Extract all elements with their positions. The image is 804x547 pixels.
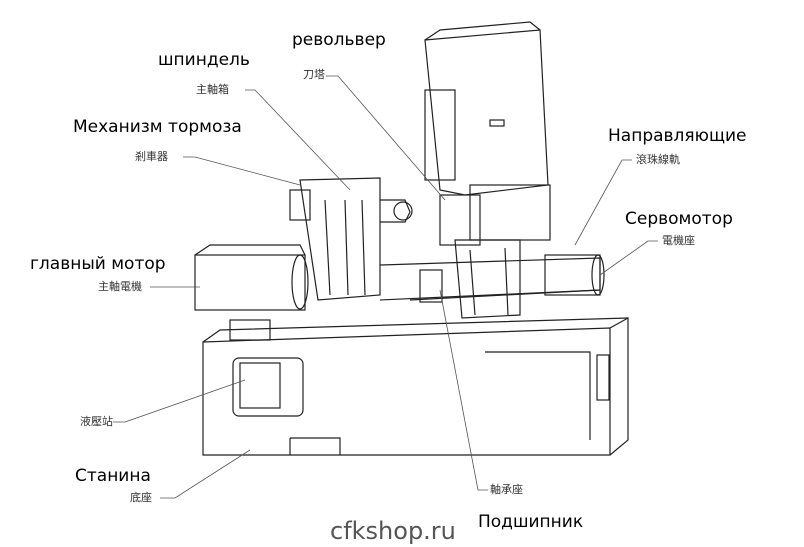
guides-label-ru: Направляющие	[608, 126, 747, 146]
carriage	[379, 239, 601, 319]
servo-label-cn: 電機座	[662, 234, 695, 247]
bed-label-cn: 底座	[130, 491, 152, 504]
leader-lines	[113, 75, 658, 499]
bearing-label-cn: 軸承座	[490, 483, 523, 496]
watermark: cfkshop.ru	[330, 517, 456, 545]
main-motor-label-cn: 主軸電機	[98, 280, 142, 293]
turret-label-cn: 刀塔	[303, 68, 325, 81]
brake-label-cn: 剎車器	[135, 150, 168, 163]
spindle-label-ru: шпиндель	[158, 50, 250, 70]
main-motor	[194, 244, 309, 341]
spindle-label-cn: 主軸箱	[196, 83, 229, 96]
hydraulic-label-cn: 液壓站	[80, 415, 113, 428]
brake-label-ru: Механизм тормоза	[73, 117, 242, 137]
main-motor-label-ru: главный мотор	[30, 254, 166, 274]
spindle-box	[289, 177, 413, 301]
bed-label-ru: Станина	[75, 466, 151, 486]
turret-label-ru: револьвер	[292, 30, 386, 50]
servo-motor	[544, 254, 605, 296]
servo-label-ru: Сервомотор	[625, 209, 733, 229]
turret	[424, 21, 551, 246]
machine-base	[202, 316, 629, 456]
guides-label-cn: 滾珠線軌	[636, 153, 680, 166]
bearing-label-ru: Подшипник	[478, 512, 584, 532]
